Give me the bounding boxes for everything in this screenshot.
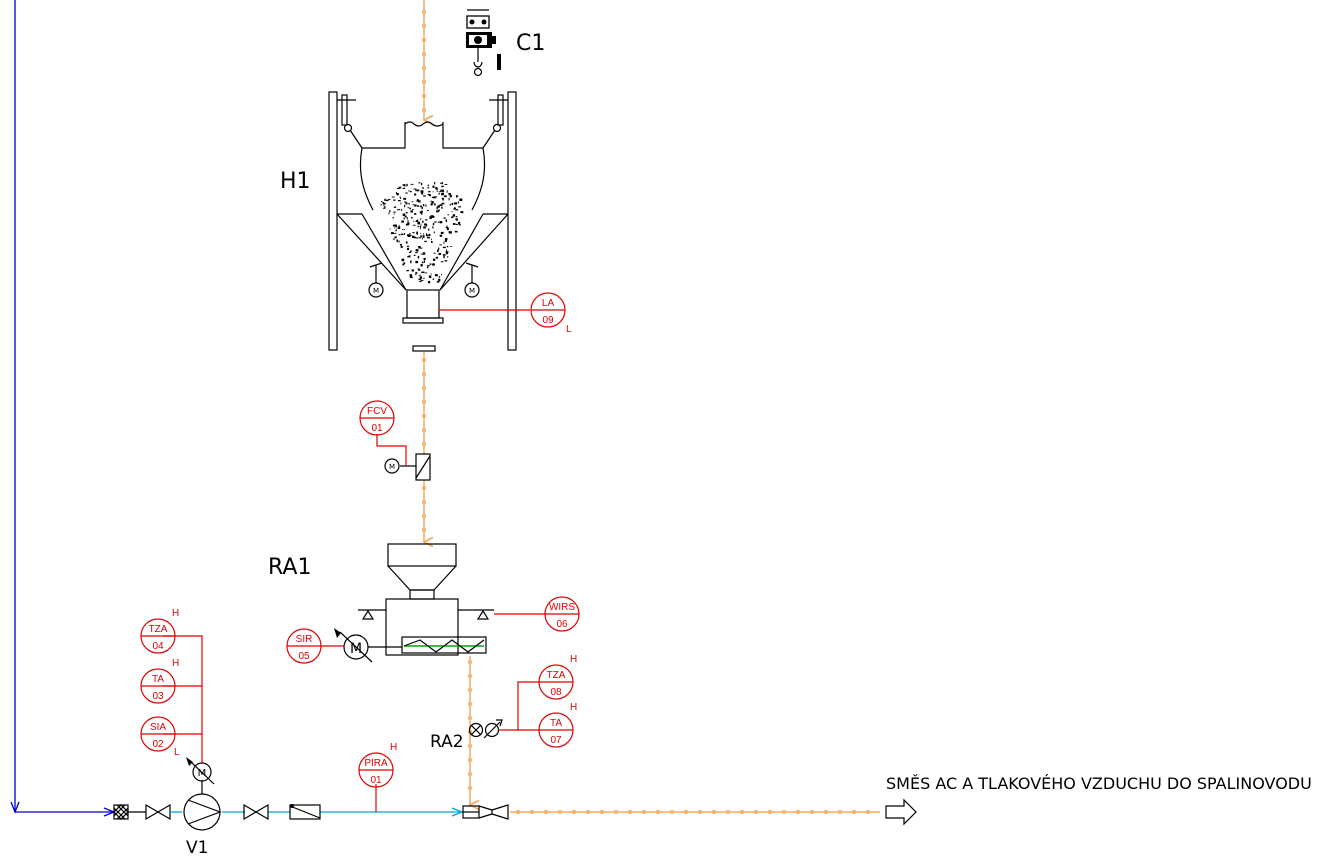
- instrument-pira01: PIRA 01 H: [358, 742, 397, 788]
- flow-control-valve: M: [384, 453, 431, 481]
- carbon-line-markers: [421, 9, 871, 815]
- instrument-sia02: SIA 02 L: [140, 716, 180, 758]
- hopper-vibrator-left: M: [368, 282, 384, 298]
- svg-text:M: M: [350, 641, 362, 657]
- svg-text:L: L: [566, 324, 572, 335]
- return-line: [10, 0, 116, 817]
- svg-text:LA: LA: [542, 298, 555, 309]
- blower-v1: [183, 793, 222, 831]
- svg-text:09: 09: [542, 315, 554, 326]
- instrument-tza04: TZA 04 H: [140, 608, 179, 654]
- instrument-la09: LA 09 L: [530, 292, 572, 335]
- hopper-vibrator-right: M: [464, 282, 480, 298]
- svg-text:05: 05: [298, 651, 310, 662]
- svg-text:H: H: [570, 654, 577, 665]
- output-label: SMĚS AC A TLAKOVÉHO VZDUCHU DO SPALINOVO…: [886, 774, 1312, 793]
- crane-icon: [466, 9, 501, 77]
- rotary-valve-label: RA2: [430, 732, 464, 752]
- output-arrow-icon: [885, 798, 917, 826]
- activated-carbon-fill: [380, 182, 464, 284]
- instrument-ta03: TA 03 H: [140, 658, 179, 704]
- instrument-tza08: TZA 08 H: [538, 654, 577, 700]
- svg-text:03: 03: [152, 691, 164, 702]
- feeder-ra1: M: [334, 543, 494, 663]
- instrument-sir05: SIR 05: [286, 628, 322, 664]
- hopper-frame: [328, 91, 517, 352]
- svg-text:TZA: TZA: [547, 670, 566, 681]
- svg-text:H: H: [172, 608, 179, 619]
- manual-valve-1: [145, 803, 171, 821]
- hopper-label: H1: [280, 169, 311, 194]
- svg-text:PIRA: PIRA: [364, 758, 388, 769]
- air-line: [222, 807, 464, 817]
- blower-motor: M: [186, 757, 215, 794]
- svg-text:02: 02: [152, 739, 164, 750]
- instrument-wirs06: WIRS 06: [544, 596, 580, 632]
- feeder-label: RA1: [268, 555, 311, 580]
- crane-label: C1: [516, 31, 545, 56]
- svg-text:01: 01: [371, 423, 383, 434]
- blower-label: V1: [186, 838, 208, 858]
- rotary-valve-ra2: [468, 719, 503, 739]
- svg-text:H: H: [570, 702, 577, 713]
- svg-text:TZA: TZA: [149, 624, 168, 635]
- instrument-ta07: TA 07 H: [538, 702, 577, 748]
- svg-text:M: M: [373, 287, 379, 295]
- svg-text:M: M: [389, 463, 395, 471]
- svg-text:SIR: SIR: [296, 634, 313, 645]
- instrument-fcv01: FCV 01: [359, 400, 395, 436]
- svg-text:WIRS: WIRS: [549, 602, 575, 613]
- svg-text:04: 04: [152, 641, 164, 652]
- svg-text:H: H: [172, 658, 179, 669]
- svg-text:M: M: [198, 768, 207, 779]
- air-filter: [113, 804, 129, 820]
- svg-text:01: 01: [370, 775, 382, 786]
- ejector-nozzle: [462, 804, 509, 820]
- svg-text:SIA: SIA: [150, 722, 166, 733]
- svg-text:08: 08: [550, 687, 562, 698]
- svg-text:TA: TA: [152, 674, 164, 685]
- svg-text:FCV: FCV: [367, 406, 387, 417]
- svg-text:H: H: [390, 742, 397, 753]
- check-valve: [289, 804, 321, 820]
- svg-text:L: L: [174, 747, 180, 758]
- svg-text:07: 07: [550, 735, 562, 746]
- svg-text:TA: TA: [550, 718, 562, 729]
- carbon-feed-line: [424, 0, 880, 813]
- svg-text:M: M: [469, 287, 475, 295]
- manual-valve-2: [243, 803, 269, 821]
- svg-text:06: 06: [556, 619, 568, 630]
